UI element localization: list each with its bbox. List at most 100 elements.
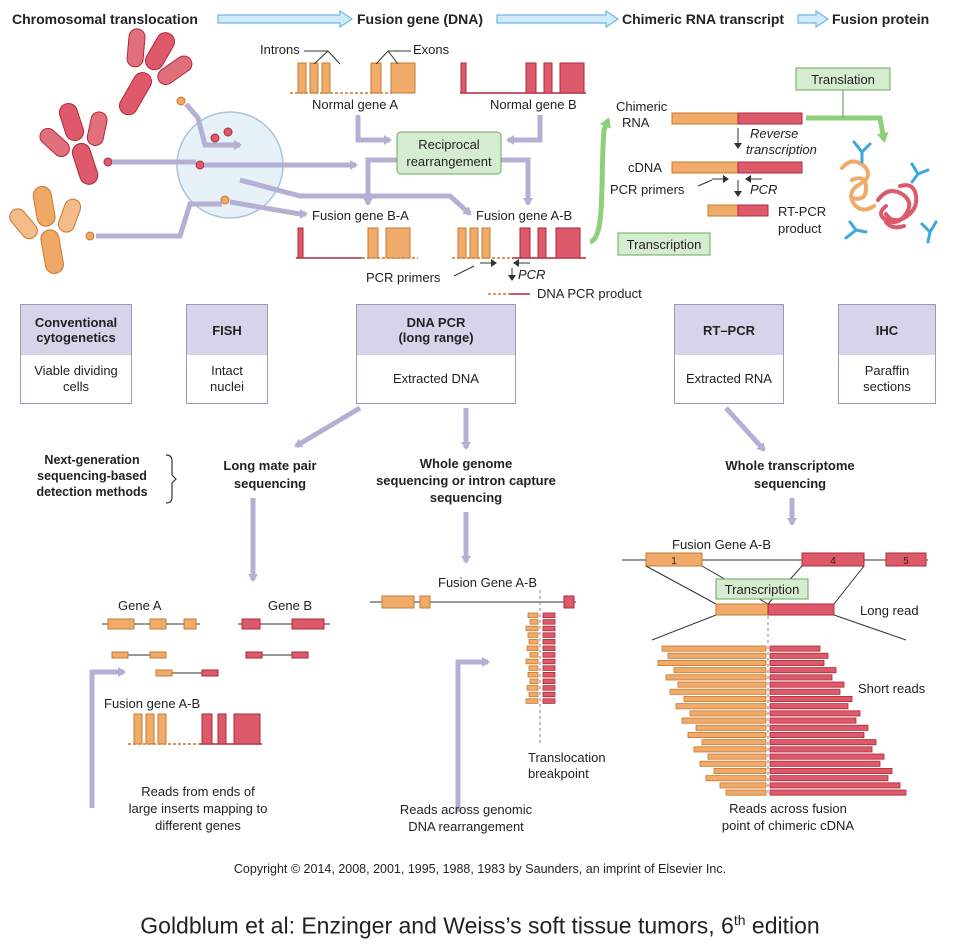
caption-main: Goldblum et al: Enzinger and Weiss’s sof… bbox=[140, 912, 734, 939]
transcription-label: Transcription bbox=[627, 237, 702, 252]
sequence-read bbox=[769, 717, 857, 724]
sequence-read bbox=[677, 681, 767, 688]
sequence-read bbox=[542, 632, 556, 638]
method-box-ihc: IHC Paraffin sections bbox=[838, 304, 936, 404]
fusion-gene-label: Fusion gene A-B bbox=[104, 696, 200, 711]
wts-transcription-label: Transcription bbox=[725, 582, 800, 597]
exon-4-label: 4 bbox=[830, 556, 836, 567]
wgs-caption-2: DNA rearrangement bbox=[408, 819, 524, 834]
locus-dot bbox=[176, 96, 186, 106]
rtpcr-product-label-2: product bbox=[778, 221, 822, 236]
sequence-read bbox=[769, 789, 907, 796]
lmp-caption-2: large inserts mapping to bbox=[129, 801, 268, 816]
header-arrow-1 bbox=[217, 9, 354, 29]
sequence-read bbox=[769, 681, 845, 688]
wts-transcription-box bbox=[715, 578, 809, 600]
method-body: Extracted DNA bbox=[393, 371, 479, 386]
sequence-read bbox=[769, 667, 837, 674]
rt-pcr-section: Chimeric RNA Reverse transcription cDNA … bbox=[610, 99, 826, 236]
sequence-read bbox=[693, 746, 767, 753]
sequence-read bbox=[669, 688, 767, 695]
chimeric-label-1: Chimeric bbox=[616, 99, 668, 114]
sequence-read bbox=[661, 645, 767, 652]
sequence-read bbox=[705, 775, 767, 782]
pcr-primers-2-label: PCR primers bbox=[610, 182, 685, 197]
translation-label: Translation bbox=[811, 72, 875, 87]
translation-arrow bbox=[806, 115, 889, 143]
sequence-read bbox=[769, 724, 869, 731]
locus-dot bbox=[195, 160, 205, 170]
dna-pcr-product-label: DNA PCR product bbox=[537, 286, 642, 301]
sequence-read bbox=[529, 652, 539, 658]
copyright-notice: Copyright © 2014, 2008, 2001, 1995, 1988… bbox=[233, 862, 727, 876]
sequence-read bbox=[665, 674, 767, 681]
sequence-read bbox=[689, 710, 767, 717]
method-box-rt-pcr: RT–PCR Extracted RNA bbox=[674, 304, 784, 404]
chromosome-orange-icon bbox=[9, 186, 82, 274]
chimeric-label-2: RNA bbox=[622, 115, 650, 130]
method-head: FISH bbox=[187, 305, 267, 355]
method-body: Intact nuclei bbox=[210, 363, 244, 394]
method-body: Paraffin sections bbox=[863, 363, 911, 394]
sequence-read bbox=[769, 674, 833, 681]
sequence-read bbox=[769, 710, 861, 717]
header-arrow-3 bbox=[797, 9, 830, 29]
exon-1-label: 1 bbox=[671, 556, 677, 567]
wgs-reads bbox=[525, 612, 556, 704]
header-step-4: Fusion protein bbox=[832, 11, 929, 27]
sequence-read bbox=[542, 652, 556, 658]
sequence-read bbox=[769, 739, 877, 746]
method-head: IHC bbox=[839, 305, 935, 355]
pcr-2-label: PCR bbox=[750, 182, 777, 197]
chromosome-red-2-icon bbox=[39, 103, 108, 185]
sequence-read bbox=[542, 672, 556, 678]
pcr-primers-label: PCR primers bbox=[366, 270, 441, 285]
locus-dot bbox=[220, 195, 230, 205]
chromosome-red-1-icon bbox=[119, 28, 193, 116]
dna-pcr-section: PCR primers PCR DNA PCR product bbox=[366, 259, 642, 301]
sequence-read bbox=[725, 789, 767, 796]
header-step-3: Chimeric RNA transcript bbox=[622, 11, 784, 27]
fusion-gene-ab-label: Fusion gene A-B bbox=[476, 208, 572, 223]
wts-caption-1: Reads across fusion bbox=[729, 801, 847, 816]
sequence-read bbox=[719, 782, 767, 789]
cdna-label: cDNA bbox=[628, 160, 662, 175]
sequence-read bbox=[528, 639, 539, 645]
reverse-label-1: Reverse bbox=[750, 126, 798, 141]
rtpcr-product-label-1: RT-PCR bbox=[778, 204, 826, 219]
sequence-read bbox=[542, 691, 556, 698]
sequence-read bbox=[525, 625, 539, 632]
introns-label: Introns bbox=[260, 42, 300, 57]
locus-dot bbox=[85, 231, 95, 241]
sequence-read bbox=[526, 645, 539, 651]
sequence-read bbox=[769, 732, 865, 739]
sequence-read bbox=[675, 703, 767, 710]
sequence-read bbox=[769, 746, 873, 753]
exons-label: Exons bbox=[413, 42, 450, 57]
sequence-read bbox=[528, 691, 539, 698]
sequence-read bbox=[529, 619, 539, 625]
method-head: Conventional cytogenetics bbox=[21, 305, 131, 355]
header-arrow-2 bbox=[496, 9, 620, 29]
wgs-label-2: sequencing or intron capture bbox=[376, 473, 556, 488]
sequence-read bbox=[542, 658, 556, 665]
pcr-label: PCR bbox=[518, 267, 545, 282]
sequence-read bbox=[542, 698, 556, 704]
normal-gene-a-label: Normal gene A bbox=[312, 97, 398, 112]
header-step-1: Chromosomal translocation bbox=[12, 11, 198, 27]
caption-tail: edition bbox=[745, 912, 820, 939]
sequence-read bbox=[667, 652, 767, 659]
sequence-read bbox=[526, 685, 539, 691]
method-head: RT–PCR bbox=[675, 305, 783, 355]
breakpoint-label-2: breakpoint bbox=[528, 766, 589, 781]
sequence-read bbox=[683, 696, 767, 703]
sequence-read bbox=[542, 612, 556, 618]
sequence-read bbox=[769, 688, 841, 695]
sequence-read bbox=[527, 632, 539, 638]
ngs-section: Next-generation sequencing-based detecti… bbox=[36, 453, 854, 505]
sequence-read bbox=[657, 660, 767, 667]
normal-gene-a: Introns Exons Normal gene A bbox=[260, 42, 450, 112]
sequence-read bbox=[769, 760, 881, 767]
reverse-label-2: transcription bbox=[746, 142, 817, 157]
chromosome-arrows bbox=[96, 102, 472, 239]
